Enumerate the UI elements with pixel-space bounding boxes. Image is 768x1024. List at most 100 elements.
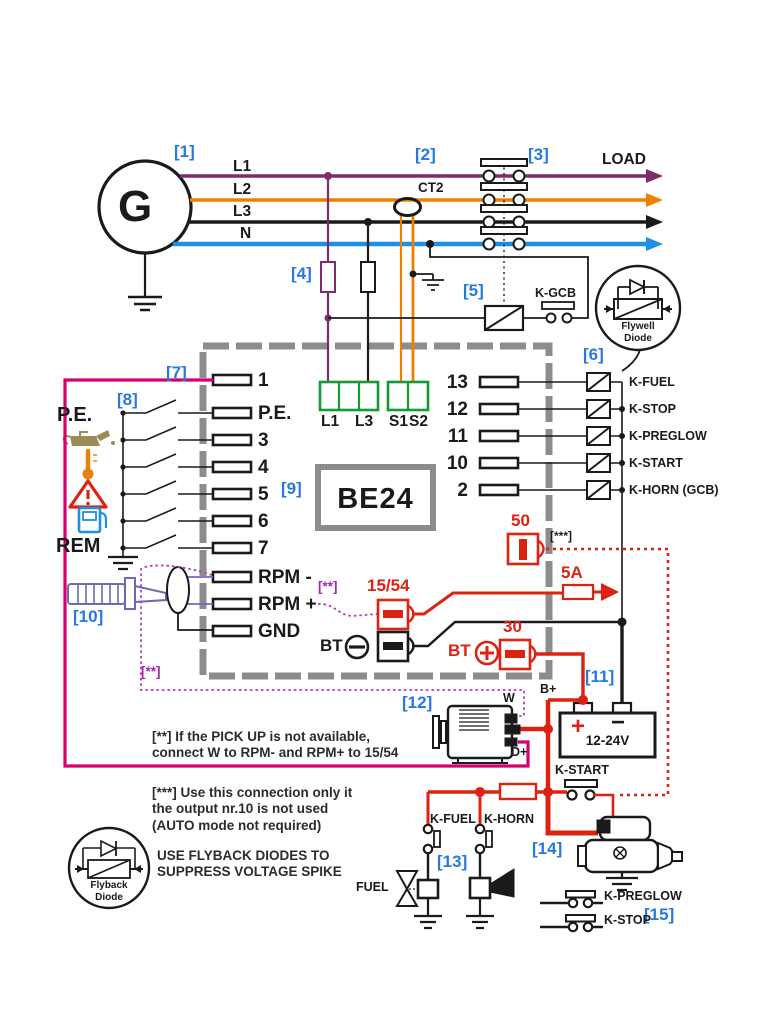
pe-input-label: P.E. bbox=[57, 404, 93, 426]
relay-label-kpreglow: K-PREGLOW bbox=[629, 429, 707, 443]
ref-7: [7] bbox=[166, 363, 187, 382]
terminal-label-7: 7 bbox=[258, 538, 269, 559]
pickup-alternative-dotted bbox=[140, 564, 525, 717]
left-terminal-bars bbox=[211, 373, 253, 638]
fuel-label: FUEL bbox=[356, 880, 389, 894]
terminal-1554-label: 15/54 bbox=[367, 576, 410, 595]
terminal-label-gnd: GND bbox=[258, 621, 301, 642]
flyback-diode-symbol bbox=[67, 826, 151, 910]
terminal-30-label: 30 bbox=[503, 617, 522, 636]
manual-start-dotted bbox=[546, 547, 670, 797]
ref-10: [10] bbox=[73, 607, 104, 626]
generator-label: G bbox=[118, 182, 153, 231]
controller-model: BE24 bbox=[337, 483, 414, 515]
output-terminals bbox=[478, 372, 627, 703]
relay-label-khorn: K-HORN (GCB) bbox=[629, 483, 719, 497]
fuel-horn-circuit bbox=[395, 823, 515, 930]
terminal-label-6: 6 bbox=[258, 511, 269, 532]
terminal-label-rpm-minus: RPM - bbox=[258, 567, 312, 588]
excitation-wire bbox=[63, 378, 530, 768]
battery-minus-sign: − bbox=[611, 709, 626, 736]
terminal-label-5: 5 bbox=[258, 484, 269, 505]
oil-pressure-icon bbox=[62, 430, 115, 446]
bt-plus-label: BT bbox=[448, 641, 471, 660]
kpreglow-contact-label: K-PREGLOW bbox=[604, 889, 682, 903]
terminal-label-pe: P.E. bbox=[258, 403, 292, 424]
dplus-label: D+ bbox=[511, 745, 528, 759]
controller-box bbox=[199, 342, 553, 680]
kgcb-label: K-GCB bbox=[535, 286, 576, 300]
ref-12: [12] bbox=[402, 693, 433, 712]
terminal-label-rpm-plus: RPM + bbox=[258, 594, 317, 615]
flywell-diode-label: Flywell Diode bbox=[621, 321, 655, 345]
terminal-50-label: 50 bbox=[511, 511, 530, 530]
line-l1-label: L1 bbox=[233, 158, 252, 175]
ref-9: [9] bbox=[281, 479, 302, 498]
relay-label-kstart: K-START bbox=[629, 456, 683, 470]
terminal-label-12: 12 bbox=[446, 399, 468, 420]
phase-lines bbox=[173, 169, 663, 251]
terminal-label-3: 3 bbox=[258, 430, 269, 451]
terminal-label-4: 4 bbox=[258, 457, 269, 478]
note3-mark: [***] bbox=[550, 529, 573, 543]
flyback-warning-note: USE FLYBACK DIODES TO SUPPRESS VOLTAGE S… bbox=[157, 848, 342, 880]
starter-motor bbox=[577, 815, 683, 892]
bplus-label: B+ bbox=[540, 682, 557, 696]
kfuel-contact-label: K-FUEL bbox=[430, 812, 476, 826]
battery bbox=[558, 701, 657, 759]
terminal-label-11: 11 bbox=[447, 426, 468, 447]
ref-4: [4] bbox=[291, 264, 312, 283]
pickup-sensor bbox=[67, 566, 213, 631]
kstart-contact-label: K-START bbox=[555, 763, 609, 777]
note2-mark-a: [**] bbox=[318, 579, 338, 594]
w-terminal-label: W bbox=[503, 691, 515, 705]
preglow-stop-contacts bbox=[540, 890, 603, 933]
be24-box bbox=[315, 464, 436, 531]
terminal-50 bbox=[506, 532, 545, 566]
ref-2: [2] bbox=[415, 145, 436, 164]
khorn-contact-label: K-HORN bbox=[484, 812, 534, 826]
temperature-icon bbox=[82, 448, 97, 480]
auto-note: [***] Use this connection only it the ou… bbox=[152, 785, 353, 833]
terminal-15-54 bbox=[376, 583, 619, 631]
green-terminal-blocks bbox=[318, 380, 430, 412]
relay-label-kfuel: K-FUEL bbox=[629, 375, 675, 389]
ref-3: [3] bbox=[528, 145, 549, 164]
green-label-s2: S2 bbox=[409, 413, 428, 430]
load-label: LOAD bbox=[602, 151, 646, 168]
fuse-5a-label: 5A bbox=[561, 563, 583, 582]
terminal-label-1: 1 bbox=[258, 370, 269, 391]
terminal-bt-minus bbox=[344, 620, 620, 663]
ref-13: [13] bbox=[437, 852, 468, 871]
line-n-label: N bbox=[240, 225, 252, 242]
current-transformer bbox=[393, 197, 444, 382]
relay-label-kstop: K-STOP bbox=[629, 402, 676, 416]
terminal-label-2: 2 bbox=[457, 480, 468, 501]
gcb-coil-circuit bbox=[324, 244, 589, 332]
ref-11: [11] bbox=[585, 667, 615, 686]
ref-14: [14] bbox=[532, 839, 563, 858]
ref-6: [6] bbox=[583, 345, 604, 364]
green-label-l1: L1 bbox=[321, 413, 340, 430]
gcb-breaker bbox=[480, 158, 528, 305]
green-label-s1: S1 bbox=[389, 413, 408, 430]
bt-minus-label: BT bbox=[320, 636, 343, 655]
charge-alternator bbox=[432, 704, 521, 764]
terminal-30 bbox=[474, 638, 585, 698]
ref-5: [5] bbox=[463, 281, 484, 300]
ref-15: [15] bbox=[644, 905, 675, 924]
line-l3-label: L3 bbox=[233, 203, 252, 220]
battery-positive-wiring bbox=[520, 695, 588, 790]
kstop-contact-label: K-STOP bbox=[604, 913, 651, 927]
battery-plus-sign: + bbox=[571, 713, 586, 740]
input-switches bbox=[108, 399, 213, 571]
rem-input-label: REM bbox=[56, 535, 101, 557]
start-circuit bbox=[426, 779, 615, 836]
line-fuses bbox=[320, 180, 376, 382]
warning-icon bbox=[68, 479, 108, 509]
fuel-level-icon bbox=[77, 506, 108, 534]
note2-mark-b: [**] bbox=[141, 664, 161, 679]
flyback-diode-label: Flyback Diode bbox=[90, 880, 128, 904]
terminal-label-13: 13 bbox=[446, 372, 468, 393]
